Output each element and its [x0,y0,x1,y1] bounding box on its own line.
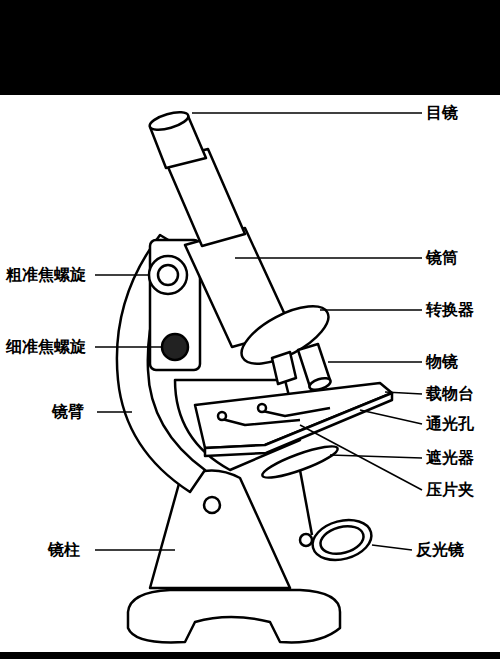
leader-line [95,549,175,551]
bottom-band [0,652,500,659]
leader-line [300,425,422,490]
arm [117,235,205,492]
mirror-pivot [300,534,312,546]
clip-screw [258,404,266,412]
objective [272,352,296,384]
leader-line [97,411,132,413]
eyepiece-top [148,109,190,133]
leader-lines [95,113,422,550]
stage-edge [205,393,392,456]
part-label: 载物台 [426,385,474,403]
part-label: 转换器 [426,301,474,319]
leader-line [320,309,422,311]
part-label: 镜柱 [48,541,80,559]
leader-line [192,112,422,114]
part-label: 物镜 [426,353,458,371]
leader-line [95,346,162,348]
part-label: 遮光器 [426,449,474,467]
mirror-glass [317,522,366,559]
mirror [308,514,376,566]
part-label: 通光孔 [426,415,474,433]
pillar [150,470,290,588]
leader-line [235,257,422,259]
part-label: 镜臂 [52,403,84,421]
part-label: 目镜 [426,104,458,122]
leader-line [95,274,149,276]
leader-line [385,392,422,394]
part-label: 反光镜 [416,541,464,559]
clip [258,408,330,416]
coarse-knob [149,256,187,294]
fine-knob [162,334,188,360]
part-label: 压片夹 [426,481,474,499]
clip-screw [218,412,226,420]
coarse-knob-inner [158,265,178,285]
part-label: 粗准焦螺旋 [6,266,86,284]
leader-line [328,361,422,363]
leader-line [360,410,422,424]
leader-line [330,455,422,458]
mirror-stem [300,470,312,535]
base [128,590,340,642]
part-label: 细准焦螺旋 [6,338,86,356]
clip [218,418,300,425]
top-band [0,0,500,95]
pivot [204,497,220,513]
leader-line [372,545,412,550]
part-label: 镜筒 [426,249,458,267]
